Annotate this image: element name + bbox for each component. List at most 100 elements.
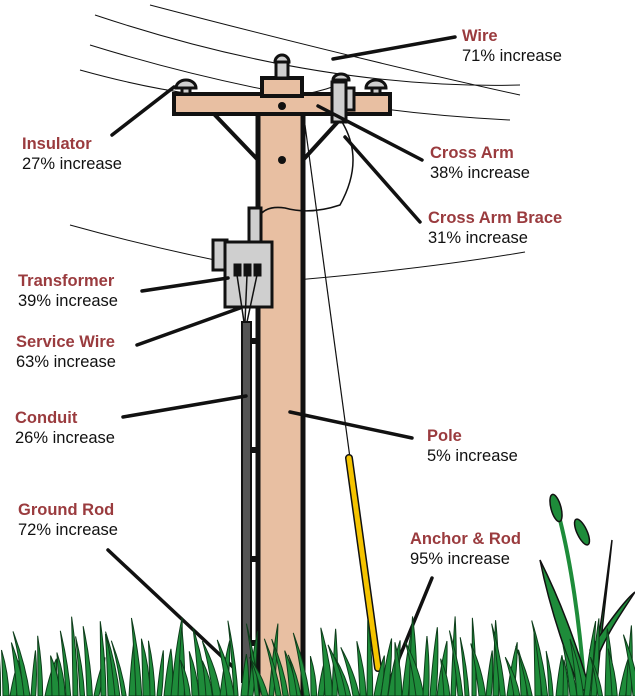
grass-blade bbox=[201, 660, 213, 696]
grass-blade bbox=[334, 657, 352, 696]
grass-blade bbox=[110, 640, 127, 696]
leader-cross-arm bbox=[316, 104, 424, 162]
component-name: Service Wire bbox=[16, 333, 115, 351]
label-service-wire: Service Wire 63% increase bbox=[16, 332, 116, 372]
grass-blade bbox=[562, 645, 578, 696]
grass-blade bbox=[292, 632, 311, 696]
grass-blade bbox=[99, 621, 107, 696]
grass-blade bbox=[429, 627, 439, 696]
label-wire: Wire 71% increase bbox=[462, 26, 562, 66]
grass-blade bbox=[622, 634, 635, 696]
component-value: 26% increase bbox=[15, 429, 115, 447]
grass-blade bbox=[491, 623, 506, 696]
label-transformer: Transformer 39% increase bbox=[18, 271, 118, 311]
label-cross-arm: Cross Arm 38% increase bbox=[430, 143, 530, 183]
grass-blade bbox=[75, 636, 86, 696]
component-name: Insulator bbox=[22, 135, 92, 153]
service-wires bbox=[236, 274, 258, 323]
bolt bbox=[278, 156, 286, 164]
grass-blade bbox=[147, 640, 156, 696]
leader-pole bbox=[288, 410, 414, 440]
component-value: 71% increase bbox=[462, 47, 562, 65]
grass-blade bbox=[1, 649, 10, 696]
component-value: 27% increase bbox=[22, 155, 122, 173]
component-value: 31% increase bbox=[428, 229, 528, 247]
grass-blade bbox=[179, 659, 191, 696]
grass-blade bbox=[448, 630, 464, 696]
drop-wire bbox=[257, 121, 354, 219]
component-value: 72% increase bbox=[18, 521, 118, 539]
grass-blade bbox=[0, 658, 2, 696]
grass-blade bbox=[287, 654, 302, 696]
grass-blade bbox=[12, 631, 31, 696]
grass-blade bbox=[485, 650, 494, 696]
grass-blade bbox=[216, 639, 235, 696]
grass-blade bbox=[320, 627, 334, 696]
bolt bbox=[278, 102, 286, 110]
transformer-unit bbox=[211, 206, 274, 309]
grass-blade bbox=[531, 620, 549, 696]
component-name: Pole bbox=[427, 427, 462, 445]
grass-blade bbox=[589, 656, 604, 696]
grass-blade bbox=[583, 620, 597, 696]
leader-ground-rod bbox=[106, 548, 235, 669]
component-value: 63% increase bbox=[16, 353, 116, 371]
grass-blade bbox=[404, 640, 425, 696]
grass-blade bbox=[263, 638, 282, 696]
leader-conduit bbox=[121, 394, 248, 419]
component-name: Wire bbox=[462, 27, 498, 45]
conduit-straps bbox=[250, 338, 259, 646]
wire-line bbox=[271, 251, 526, 283]
leader-cross-arm-brace bbox=[343, 135, 422, 224]
leader-transformer bbox=[140, 276, 230, 293]
grass-blade bbox=[37, 635, 44, 696]
grass-blade bbox=[394, 642, 403, 696]
conduit-pipe bbox=[241, 321, 252, 683]
component-name: Transformer bbox=[18, 272, 115, 290]
pole-shaft bbox=[255, 109, 306, 696]
grass-blade bbox=[249, 657, 269, 696]
grass-blade bbox=[227, 620, 239, 696]
leader-wire bbox=[331, 35, 457, 61]
insulators bbox=[174, 53, 388, 96]
grass-blade bbox=[459, 637, 470, 696]
grass bbox=[0, 616, 635, 696]
grass-blade bbox=[130, 617, 143, 696]
component-name: Conduit bbox=[15, 409, 78, 427]
grass-blade bbox=[607, 648, 618, 696]
grass-blade bbox=[380, 638, 393, 696]
label-insulator: Insulator 27% increase bbox=[22, 134, 122, 174]
component-value: 95% increase bbox=[410, 550, 510, 568]
label-pole: Pole 5% increase bbox=[427, 426, 518, 466]
component-value: 5% increase bbox=[427, 447, 518, 465]
wire-line bbox=[94, 14, 521, 86]
label-conduit: Conduit 26% increase bbox=[15, 408, 115, 448]
grass-blade bbox=[156, 650, 164, 696]
label-ground-rod: Ground Rod 72% increase bbox=[18, 500, 118, 540]
grass-blade bbox=[309, 655, 318, 696]
label-cross-arm-brace: Cross Arm Brace 31% increase bbox=[428, 208, 562, 248]
grass-blade bbox=[562, 659, 569, 696]
grass-blade bbox=[422, 635, 430, 696]
grass-blade bbox=[82, 626, 93, 696]
grass-blade bbox=[515, 645, 533, 696]
guy-wire bbox=[304, 124, 351, 459]
grass-blade bbox=[545, 650, 554, 696]
label-anchor-rod: Anchor & Rod 95% increase bbox=[410, 529, 521, 569]
grass-blade bbox=[504, 656, 521, 696]
component-value: 38% increase bbox=[430, 164, 530, 182]
grass-blade bbox=[271, 638, 289, 696]
grass-blade bbox=[356, 641, 367, 696]
grass-blade bbox=[470, 643, 487, 696]
grass-blade bbox=[59, 630, 72, 696]
leader-service-wire bbox=[135, 306, 242, 347]
grass-blade bbox=[71, 616, 79, 696]
grass-blade bbox=[201, 640, 222, 696]
grass-blade bbox=[340, 647, 360, 696]
component-name: Ground Rod bbox=[18, 501, 115, 519]
grass-blade bbox=[105, 631, 121, 696]
grass-blade bbox=[30, 650, 37, 696]
component-value: 39% increase bbox=[18, 292, 118, 310]
anchor-rod-guard-fill bbox=[346, 455, 381, 671]
